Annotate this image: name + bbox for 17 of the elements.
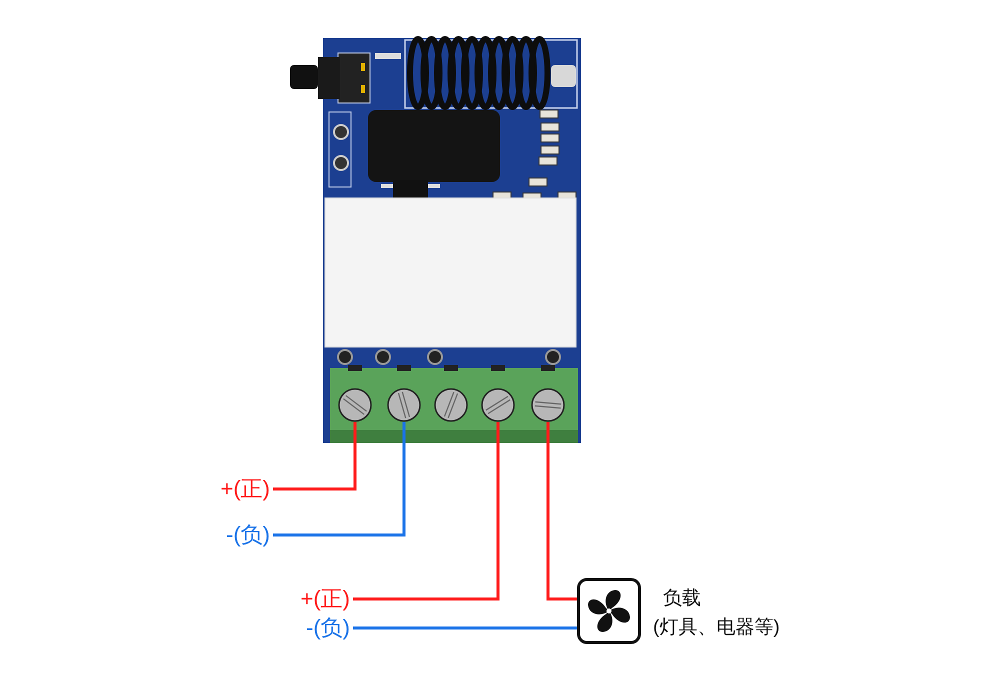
wire bbox=[353, 626, 577, 630]
wire-label: -(负) bbox=[306, 614, 350, 642]
wire-label: +(正) bbox=[300, 585, 350, 613]
wire-label: +(正) bbox=[220, 475, 270, 503]
terminal-screw bbox=[481, 388, 515, 422]
load-label: 负载 bbox=[663, 587, 701, 611]
terminal-screw bbox=[387, 388, 421, 422]
terminal-screw bbox=[531, 388, 565, 422]
wire bbox=[273, 422, 356, 490]
terminal-screw bbox=[338, 388, 372, 422]
wire bbox=[546, 422, 577, 600]
load-box bbox=[577, 578, 641, 644]
load-label: (灯具、电器等) bbox=[653, 616, 780, 640]
wire bbox=[273, 422, 406, 536]
wire bbox=[353, 422, 500, 600]
wire-label: -(负) bbox=[226, 521, 270, 549]
terminal-screw bbox=[434, 388, 468, 422]
